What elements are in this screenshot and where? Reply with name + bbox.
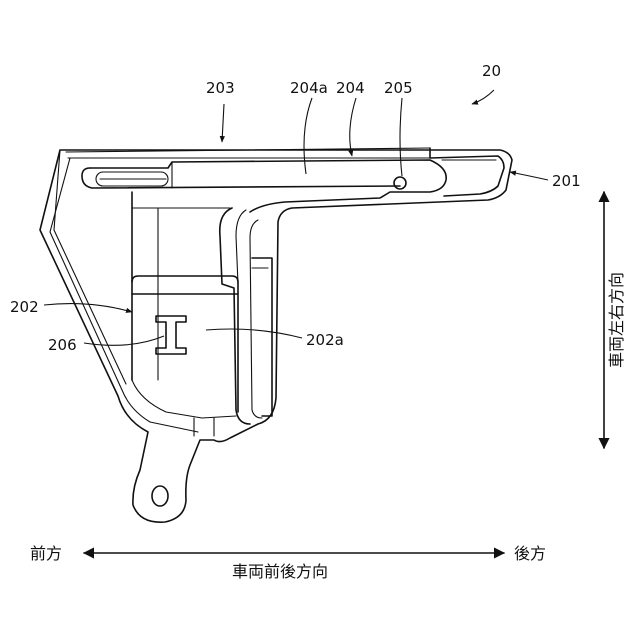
label-201: 201 xyxy=(552,172,581,190)
pin-205 xyxy=(394,177,406,189)
label-204: 204 xyxy=(336,79,365,97)
label-203: 203 xyxy=(206,79,235,97)
mounting-hole xyxy=(152,486,168,506)
label-202a: 202a xyxy=(306,331,344,349)
label-lateral: 車両左右方向 xyxy=(607,272,626,368)
label-rear: 後方 xyxy=(514,544,546,563)
label-front: 前方 xyxy=(30,544,62,563)
label-202: 202 xyxy=(10,298,39,316)
leader-lines xyxy=(44,90,548,345)
housing-outline xyxy=(40,148,512,522)
label-206: 206 xyxy=(48,336,77,354)
label-20: 20 xyxy=(482,62,501,80)
label-205: 205 xyxy=(384,79,413,97)
main-block xyxy=(132,192,272,506)
direction-indicators: 前方 後方 車両前後方向 車両左右方向 xyxy=(30,192,626,581)
label-204a: 204a xyxy=(290,79,328,97)
label-longitudinal: 車両前後方向 xyxy=(232,562,328,581)
